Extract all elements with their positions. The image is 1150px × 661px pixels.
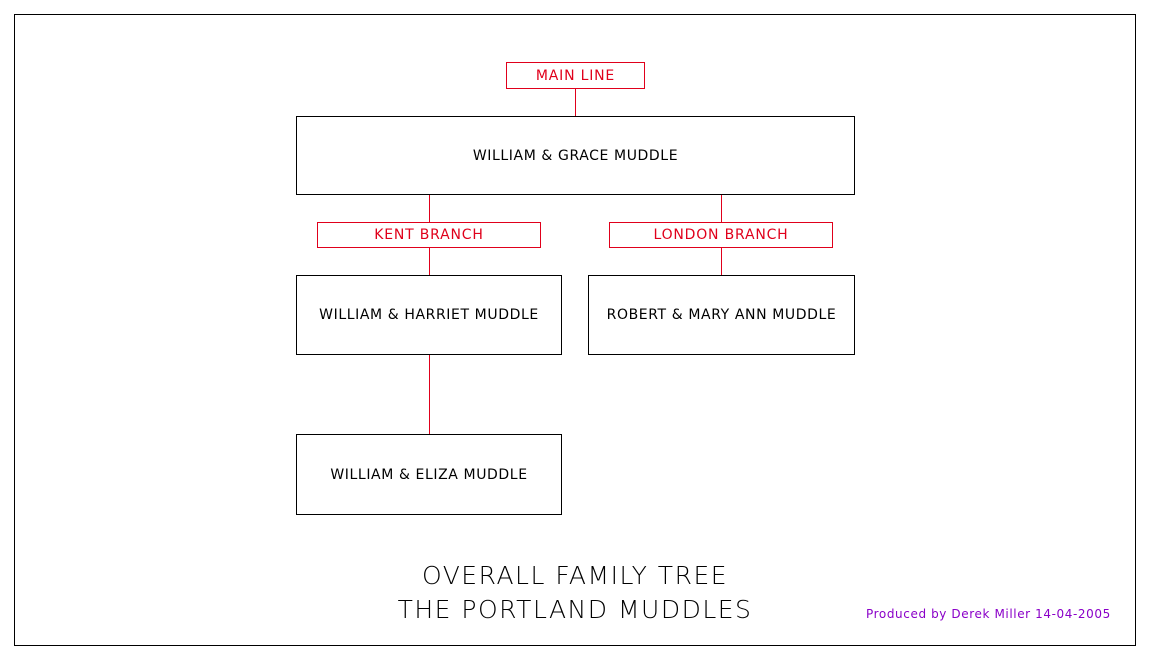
person-box-william-harriet: WILLIAM & HARRIET MUDDLE — [296, 275, 562, 355]
main-line-label-text: MAIN LINE — [535, 67, 616, 84]
main-line-label: MAIN LINE — [506, 62, 645, 89]
connector-london-bottom — [721, 248, 722, 275]
diagram-title-line2: THE PORTLAND MUDDLES — [397, 595, 753, 624]
person-name: WILLIAM & ELIZA MUDDLE — [330, 466, 528, 483]
connector-kent-top — [429, 195, 430, 222]
kent-branch-label: KENT BRANCH — [317, 222, 541, 248]
credit-text: Produced by Derek Miller 14-04-2005 — [866, 607, 1111, 621]
person-name: ROBERT & MARY ANN MUDDLE — [606, 307, 837, 323]
person-box-william-eliza: WILLIAM & ELIZA MUDDLE — [296, 434, 562, 515]
connector-harriet-eliza — [429, 355, 430, 434]
london-branch-label-text: LONDON BRANCH — [653, 227, 789, 243]
connector-london-top — [721, 195, 722, 222]
kent-branch-label-text: KENT BRANCH — [374, 227, 484, 243]
person-name: WILLIAM & HARRIET MUDDLE — [319, 307, 539, 323]
connector-main-line — [575, 89, 576, 116]
connector-kent-bottom — [429, 248, 430, 275]
person-name: WILLIAM & GRACE MUDDLE — [472, 147, 679, 164]
diagram-title-line1: OVERALL FAMILY TREE — [421, 561, 729, 590]
person-box-robert-mary-ann: ROBERT & MARY ANN MUDDLE — [588, 275, 855, 355]
london-branch-label: LONDON BRANCH — [609, 222, 833, 248]
person-box-william-grace: WILLIAM & GRACE MUDDLE — [296, 116, 855, 195]
drawing-border — [14, 14, 1136, 646]
